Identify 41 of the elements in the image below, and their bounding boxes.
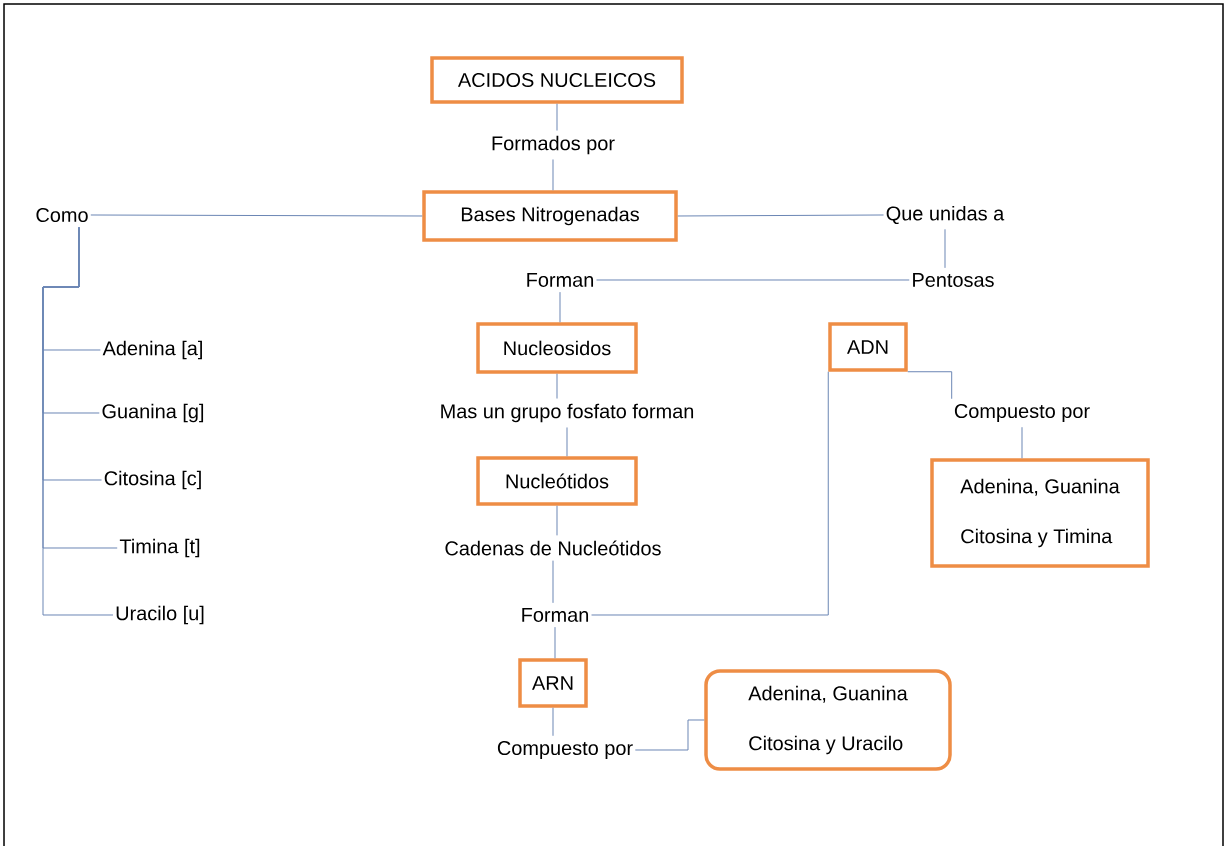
linking-phrase: Adenina [a] (102, 340, 202, 360)
linking-phrase: Forman (527, 273, 594, 287)
linking-phrase: Formados por (492, 135, 615, 155)
concept-box: ACIDOS NUCLEICOS (430, 56, 684, 104)
concept-box: Adenina, Guanina Citosina y Timina (930, 458, 1150, 568)
linking-phrase: Cadenas de Nucleótidos (445, 540, 661, 556)
connector-line (566, 426, 568, 457)
connector-line (677, 214, 885, 217)
connector-line (634, 719, 705, 751)
linking-phrase: Pentosas (913, 273, 994, 287)
connector-line (907, 371, 953, 400)
connector-line (556, 505, 558, 536)
connector-line (556, 103, 558, 131)
connector-line (552, 560, 554, 604)
connector-line (552, 707, 554, 737)
connector-line (42, 226, 114, 616)
linking-phrase: Forman (522, 608, 589, 622)
linking-phrase: Compuesto por (954, 404, 1090, 423)
concept-box: ADN (828, 322, 908, 372)
concept-box: Adenina, Guanina Citosina y Uracilo (704, 669, 952, 771)
linking-phrase: Uracilo [u] (116, 605, 204, 625)
concept-box: Bases Nitrogenadas (422, 190, 678, 242)
linking-phrase: Guanina [g] (102, 403, 204, 423)
linking-phrase: Timina [t] (119, 538, 200, 558)
connector-line (596, 279, 910, 281)
connector-line (90, 214, 423, 217)
linking-phrase: Mas un grupo fosfato forman (441, 403, 694, 423)
linking-phrase: Que unidas a (886, 205, 1005, 225)
concept-box: Nucleótidos (476, 456, 638, 506)
concept-box: ARN (518, 658, 588, 708)
concept-box: Nucleosidos (476, 322, 638, 374)
connector-line (944, 228, 946, 269)
connector-line (591, 371, 829, 616)
connector-line (1021, 426, 1023, 459)
linking-phrase: Como (36, 207, 88, 223)
connector-line (554, 626, 556, 659)
connector-line (556, 373, 558, 399)
connector-line (552, 159, 554, 191)
linking-phrase: Citosina [c] (104, 470, 201, 490)
connector-line (559, 291, 561, 323)
linking-phrase: Compuesto por (497, 741, 633, 760)
